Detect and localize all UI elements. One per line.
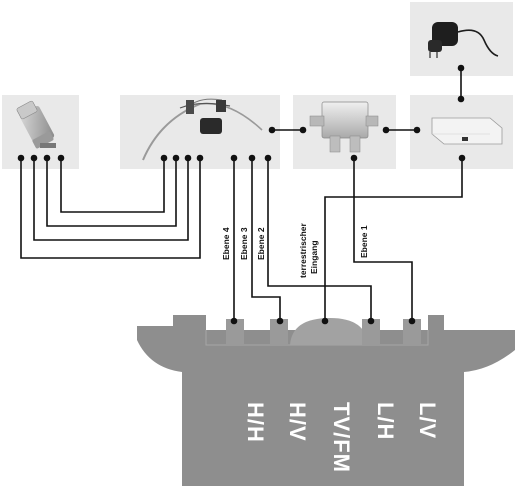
label-terrestrial-line2: Eingang bbox=[309, 240, 319, 274]
lnb-icon bbox=[16, 100, 56, 149]
label-ebene-4: Ebene 4 bbox=[221, 227, 231, 260]
psu-box bbox=[410, 2, 513, 76]
lnb-harness-wires bbox=[20, 158, 201, 259]
cable-harness-icon bbox=[142, 98, 263, 161]
splitter-icon bbox=[309, 101, 379, 153]
signal-chain-wires bbox=[272, 68, 462, 131]
port-label-lh: L/H bbox=[373, 402, 398, 440]
connection-dots bbox=[17, 64, 466, 325]
lnb-box bbox=[2, 95, 79, 169]
port-label-lv: L/V bbox=[415, 402, 440, 439]
ebene-wires bbox=[233, 158, 372, 321]
port-label-tvfm: TV/FM bbox=[329, 402, 354, 473]
label-ebene-2: Ebene 2 bbox=[256, 227, 266, 260]
multiswitch: H/H H/V TV/FM L/H L/V bbox=[137, 315, 515, 486]
port-label-hh: H/H bbox=[243, 402, 268, 443]
splitter-box bbox=[293, 95, 396, 169]
label-ebene-3: Ebene 3 bbox=[239, 227, 249, 260]
power-injector-icon bbox=[431, 117, 503, 145]
label-terrestrial-line1: terrestrischer bbox=[298, 222, 308, 278]
port-label-hv: H/V bbox=[285, 402, 310, 442]
port-stubs bbox=[226, 318, 421, 345]
ebene1-and-terrestrial-wires bbox=[324, 158, 463, 321]
power-plug-icon bbox=[428, 22, 499, 58]
label-ebene-1: Ebene 1 bbox=[359, 225, 369, 258]
